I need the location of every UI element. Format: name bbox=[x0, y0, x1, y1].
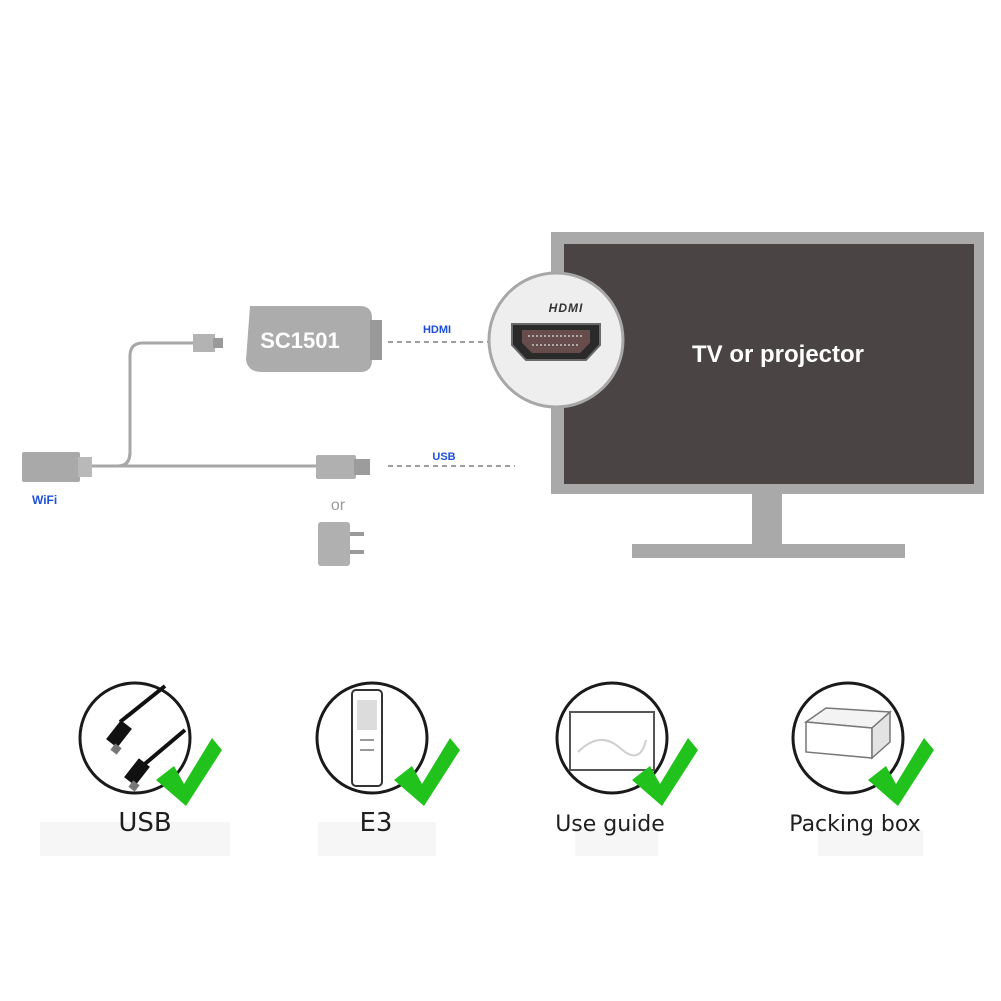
check-icon bbox=[394, 738, 460, 806]
hdmi-port-icon bbox=[511, 323, 601, 361]
tv-monitor bbox=[551, 232, 984, 558]
guide-icon bbox=[555, 681, 669, 795]
item-label-usb: USB bbox=[118, 808, 172, 838]
check-icon bbox=[632, 738, 698, 806]
tv-neck bbox=[752, 494, 782, 546]
wifi-dongle-icon bbox=[22, 452, 92, 482]
usb-label: USB bbox=[432, 451, 455, 463]
tv-screen bbox=[564, 244, 974, 484]
dongle-icon bbox=[315, 681, 429, 795]
power-adapter-icon bbox=[318, 522, 364, 566]
check-icon bbox=[156, 738, 222, 806]
micro-usb-plug-icon bbox=[193, 334, 223, 352]
or-label: or bbox=[331, 497, 346, 514]
item-label-use-guide: Use guide bbox=[555, 812, 665, 837]
item-label-e3: E3 bbox=[359, 808, 393, 838]
wifi-label: WiFi bbox=[32, 493, 57, 507]
hdmi-port-label: HDMI bbox=[549, 301, 584, 315]
hdmi-label: HDMI bbox=[423, 324, 451, 336]
usb-cable-icon bbox=[78, 681, 192, 795]
tv-base bbox=[632, 544, 905, 558]
cable-junction bbox=[117, 451, 132, 468]
check-icon bbox=[868, 738, 934, 806]
item-label-packing-box: Packing box bbox=[789, 812, 921, 837]
usb-plug-icon bbox=[316, 455, 370, 479]
box-icon bbox=[791, 681, 905, 795]
tv-label: TV or projector bbox=[692, 341, 864, 368]
device-label: SC1501 bbox=[260, 328, 340, 353]
hdmi-port-callout bbox=[487, 271, 625, 409]
sc1501-device bbox=[246, 306, 382, 372]
